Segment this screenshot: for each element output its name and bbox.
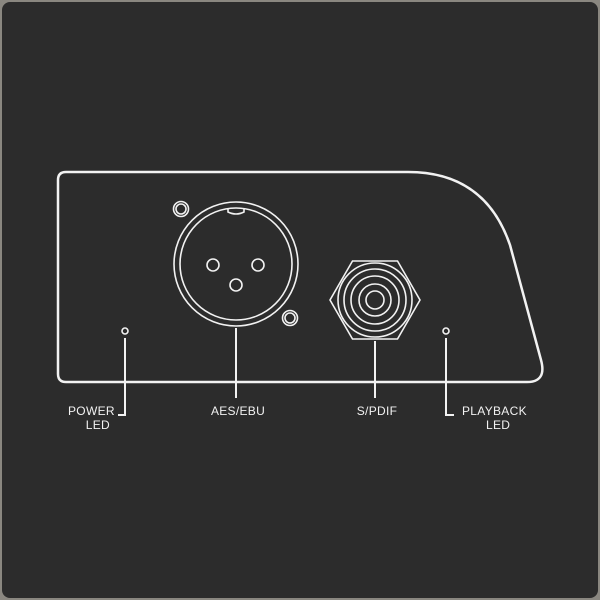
power-led-label-line2: LED xyxy=(85,418,110,432)
power-led-label-line1: POWER xyxy=(68,404,115,418)
spdif-label: S/PDIF xyxy=(356,404,398,418)
spdif-ring-3 xyxy=(350,275,400,325)
xlr-pin-2 xyxy=(251,258,265,272)
xlr-pin-1 xyxy=(206,258,220,272)
spdif-ring-2 xyxy=(343,268,407,332)
xlr-screw-bottom-right xyxy=(281,309,299,327)
xlr-connector-inner xyxy=(179,207,293,321)
playback-led-label-line2: LED xyxy=(486,418,511,432)
playback-led-label-line1: PLAYBACK xyxy=(462,404,527,418)
device-body-outline xyxy=(56,170,544,384)
spdif-ring-1 xyxy=(337,262,413,338)
playback-led-dot xyxy=(442,327,450,335)
xlr-pin-3 xyxy=(229,278,243,292)
xlr-screw-bottom-right-inner xyxy=(284,312,296,324)
spdif-ring-4 xyxy=(358,283,392,317)
xlr-screw-top-left xyxy=(172,200,190,218)
xlr-latch-notch xyxy=(227,208,245,215)
power-led-leader xyxy=(118,338,126,416)
xlr-screw-top-left-inner xyxy=(175,203,187,215)
spdif-hex-nut xyxy=(329,260,421,340)
playback-led-leader xyxy=(445,338,454,416)
power-led-label: POWER LED xyxy=(68,404,115,432)
xlr-connector-outer xyxy=(173,201,299,327)
spdif-center-pin xyxy=(365,290,385,310)
playback-led-label: PLAYBACK LED xyxy=(462,404,527,432)
aes-ebu-label: AES/EBU xyxy=(210,404,266,418)
power-led-dot xyxy=(121,327,129,335)
